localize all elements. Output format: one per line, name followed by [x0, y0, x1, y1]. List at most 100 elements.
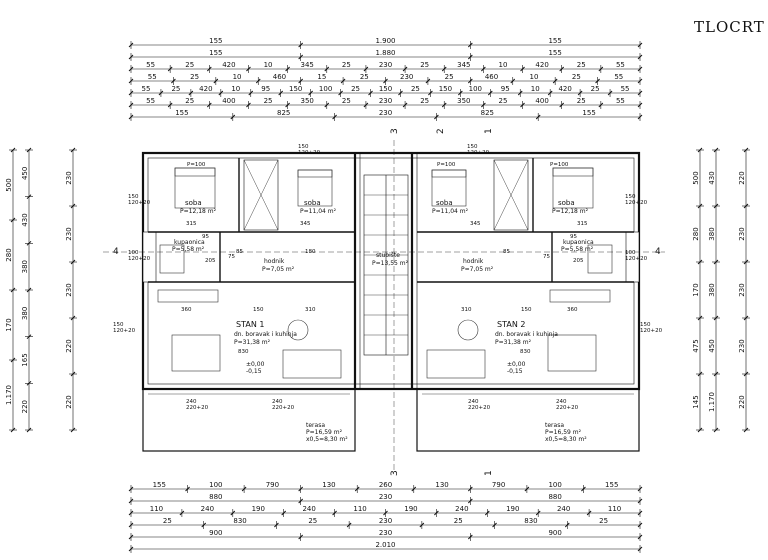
section-cut-4-right: 4 — [655, 247, 661, 257]
dimension-label: 220 — [65, 395, 73, 408]
dimension-label: 230 — [379, 97, 392, 105]
dimension-label: 230 — [400, 73, 413, 81]
dimension-label: 25 — [171, 85, 180, 93]
opening-label: 205 — [573, 258, 584, 264]
dimension-label: 25 — [264, 97, 273, 105]
room-area: P=7,05 m² — [461, 266, 494, 273]
dimension-label: 430 — [708, 171, 716, 184]
section-cut-2-top: 2 — [436, 128, 446, 134]
dimension-label: 25 — [185, 97, 194, 105]
dimension-label: 25 — [577, 61, 586, 69]
dimension-label: 825 — [277, 109, 290, 117]
section-cut-3-bottom: 3 — [390, 470, 400, 476]
dimension-label: 190 — [252, 505, 265, 513]
dimension-label: 220 — [21, 400, 29, 413]
opening-label: 220+20 — [556, 405, 579, 411]
opening-label: 310 — [305, 307, 316, 313]
opening-label: 120+20 — [113, 328, 136, 334]
dimension-label: 110 — [150, 505, 163, 513]
dimension-label: 420 — [535, 61, 548, 69]
building-walls — [141, 151, 641, 452]
opening-label: 150 — [253, 307, 264, 313]
dimension-label: 130 — [322, 481, 335, 489]
apartment-area: P=31,38 m² — [234, 339, 271, 346]
dimension-chains-right: 5002801704751454303803804501.17022023023… — [692, 147, 750, 433]
terrace-area: P=16,59 m² — [306, 429, 343, 436]
dimension-label: 155 — [209, 49, 222, 57]
dimension-label: 150 — [289, 85, 302, 93]
terrace-reduced-area: x0,5=8,30 m² — [306, 436, 348, 443]
dimension-label: 25 — [572, 73, 581, 81]
dimension-label: 500 — [692, 171, 700, 184]
apartment-name: STAN 2 — [497, 320, 525, 329]
section-markers: 3 3 2 1 1 4 4 — [103, 128, 665, 476]
dimension-label: 155 — [153, 481, 166, 489]
dimension-label: 500 — [5, 178, 13, 191]
opening-labels: P=100150120+20P=100150120+20P=100150120+… — [113, 144, 663, 411]
dimension-chains-left: 5002801701.17045043038038016522023023023… — [5, 147, 77, 433]
dimension-label: 55 — [614, 73, 623, 81]
dimension-label: 25 — [163, 517, 172, 525]
room-area: P=11,04 m² — [300, 208, 337, 215]
opening-label: 120+20 — [128, 256, 151, 262]
opening-label: 150 — [625, 194, 636, 200]
room-area: P=7,05 m² — [262, 266, 295, 273]
apartment-subtitle: dn. boravak i kuhinja — [495, 331, 558, 338]
level-mark: -0,15 — [246, 368, 262, 375]
dimension-label: 55 — [146, 61, 155, 69]
dimension-label: 95 — [501, 85, 510, 93]
room-area: P=12,18 m² — [552, 208, 589, 215]
section-cut-4-left: 4 — [113, 247, 119, 257]
opening-label: 345 — [470, 221, 481, 227]
opening-label: 150 — [113, 322, 124, 328]
opening-label: 120+20 — [625, 256, 648, 262]
room-name: kupaonica — [563, 239, 594, 246]
dimension-label: 55 — [616, 61, 625, 69]
dimension-label: 10 — [531, 85, 540, 93]
section-cut-1-top: 1 — [484, 128, 494, 134]
room-name: kupaonica — [174, 239, 205, 246]
dimension-label: 10 — [264, 61, 273, 69]
dimension-label: 150 — [379, 85, 392, 93]
dimension-label: 25 — [445, 73, 454, 81]
dimension-label: 240 — [455, 505, 468, 513]
opening-label: 240 — [468, 399, 479, 405]
dimension-label: 100 — [469, 85, 482, 93]
dimension-label: 100 — [548, 481, 561, 489]
dimension-label: 155 — [548, 37, 561, 45]
room-name: soba — [558, 199, 575, 207]
dimension-label: 155 — [605, 481, 618, 489]
dimension-label: 240 — [557, 505, 570, 513]
dimension-label: 155 — [175, 109, 188, 117]
dimension-label: 430 — [21, 213, 29, 226]
dimension-label: 900 — [548, 529, 561, 537]
dimension-label: 230 — [65, 171, 73, 184]
dimension-label: 130 — [435, 481, 448, 489]
dimension-label: 380 — [21, 260, 29, 273]
opening-label: 75 — [543, 254, 550, 260]
room-name: hodnik — [264, 258, 285, 265]
dimension-label: 880 — [548, 493, 561, 501]
level-mark: ±0,00 — [246, 361, 265, 368]
dimension-label: 230 — [379, 529, 392, 537]
dimension-label: 380 — [708, 283, 716, 296]
opening-label: 360 — [181, 307, 192, 313]
room-name: soba — [185, 199, 202, 207]
room-area: P=13,55 m² — [372, 260, 409, 267]
opening-label: 830 — [520, 349, 531, 355]
dimension-label: 170 — [5, 318, 13, 331]
dimension-label: 155 — [209, 37, 222, 45]
dimension-label: 145 — [692, 395, 700, 408]
dimension-label: 25 — [185, 61, 194, 69]
terrace-name: terasa — [306, 422, 325, 429]
dimension-label: 15 — [317, 73, 326, 81]
dimension-label: 55 — [621, 85, 630, 93]
opening-label: 150 — [298, 144, 309, 150]
dimension-label: 25 — [342, 61, 351, 69]
dimension-label: 1.170 — [5, 385, 13, 405]
dimension-label: 10 — [499, 61, 508, 69]
dimension-label: 110 — [353, 505, 366, 513]
dimension-label: 230 — [738, 227, 746, 240]
